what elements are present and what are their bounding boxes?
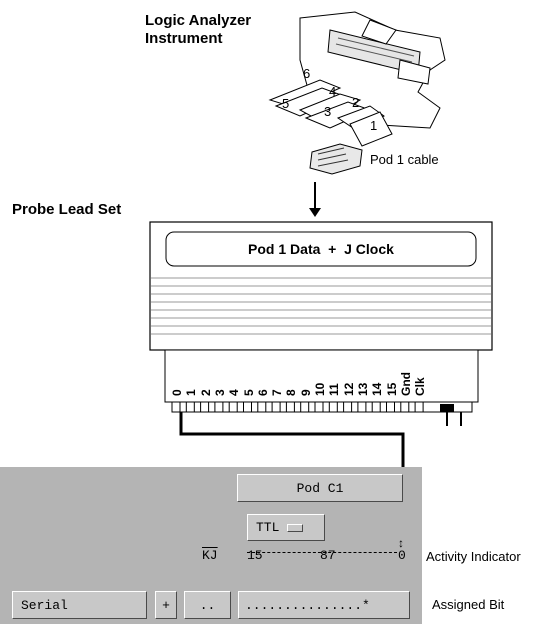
pin-ticks [171, 401, 424, 413]
cable-number: 4 [329, 84, 337, 99]
pin-label: 8 [284, 389, 299, 396]
pod-settings-panel: Pod C1 TTL KJ 15 87 0 ↕ Serial + .. ....… [0, 467, 422, 624]
pin-label: 4 [227, 389, 242, 396]
pin-label: 0 [170, 389, 184, 396]
plus-label: + [162, 597, 170, 613]
pin-tick [257, 401, 267, 413]
serial-label: Serial [21, 597, 68, 613]
pin-label: 2 [198, 389, 213, 396]
add-bit-button[interactable]: + [155, 591, 177, 619]
bit-15-label: 15 [247, 548, 263, 563]
activity-arrow-icon: ↕ [398, 536, 404, 550]
pin-tick [271, 401, 281, 413]
pod-title-button[interactable]: Pod C1 [237, 474, 403, 502]
activity-indicator-label: Activity Indicator [426, 549, 521, 564]
pin-tick [300, 401, 310, 413]
ttl-threshold-selector[interactable]: TTL [247, 514, 325, 541]
kj-bits-value: .. [199, 597, 216, 613]
instrument-label: Logic Analyzer Instrument [145, 12, 252, 47]
pin-tick [228, 401, 238, 413]
pin-label: 9 [298, 389, 313, 396]
probe-lead-set-label: Probe Lead Set [12, 201, 122, 218]
activity-line [247, 552, 397, 553]
assigned-bits-value: ...............* [245, 597, 370, 613]
pin-tick [285, 401, 295, 413]
assigned-bit-label: Assigned Bit [432, 597, 505, 612]
pin-tick [357, 401, 367, 413]
pin-label: 7 [270, 389, 285, 396]
pin-tick [171, 401, 181, 413]
pin-label: 6 [255, 389, 270, 396]
pin-tick [243, 401, 252, 413]
gnd-pin-block [440, 404, 454, 412]
pin-label: Gnd [398, 372, 413, 396]
ttl-label: TTL [256, 520, 280, 535]
serial-button[interactable]: Serial [12, 591, 147, 619]
pin-label: 3 [212, 389, 227, 396]
pin-label: 15 [384, 382, 399, 396]
pin-label: 11 [327, 383, 342, 396]
pin-tick [343, 401, 353, 413]
pin-label: 10 [313, 382, 327, 396]
probe-lead-set-body [149, 221, 493, 413]
pin-label: Clk [413, 377, 428, 396]
bit-0-label: 0 [398, 548, 406, 563]
dropdown-toggle-icon [287, 523, 304, 532]
cable-number: 5 [282, 96, 290, 111]
pod-window-label: Pod 1 Data + J Clock [248, 241, 394, 257]
pin-label: 12 [341, 382, 356, 396]
pin-label: 5 [241, 389, 256, 396]
pin-tick [214, 401, 224, 413]
pin-tick [328, 401, 338, 413]
kj-bits-field[interactable]: .. [184, 591, 231, 619]
pin-tick [185, 401, 195, 413]
pin-label: 14 [370, 382, 385, 396]
pin-label: 1 [184, 389, 199, 396]
pin-tick [400, 401, 410, 413]
pod-cable-label: Pod 1 cable [370, 152, 439, 167]
cable-number: 6 [303, 66, 311, 81]
cable-arrow-head [309, 208, 321, 217]
logic-analyzer-illustration [268, 11, 446, 175]
pin-tick [200, 401, 210, 413]
kj-header: KJ [202, 548, 218, 563]
pin-tick [414, 401, 424, 413]
cable-number: 2 [352, 95, 360, 110]
bit-87-label: 87 [320, 548, 336, 563]
pod-title-text: Pod C1 [296, 480, 344, 496]
assigned-bits-field[interactable]: ...............* [238, 591, 410, 619]
pin-tick [371, 401, 381, 413]
cable-number: 1 [370, 118, 378, 133]
pin-label: 13 [355, 382, 370, 396]
pin-tick [314, 401, 324, 413]
pin-tick [386, 401, 395, 413]
cable-number: 3 [324, 104, 332, 119]
